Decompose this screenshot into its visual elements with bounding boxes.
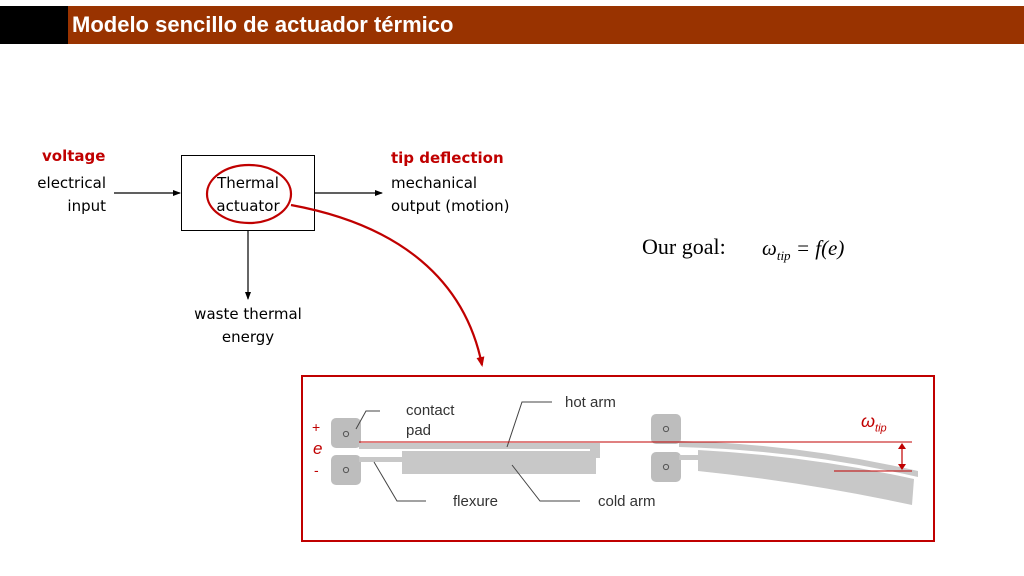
zoom-connector-arrow xyxy=(290,203,485,367)
plus-terminal-label: + xyxy=(312,419,321,435)
header-bar xyxy=(68,6,1024,44)
input-quantity-label: voltage xyxy=(42,147,106,165)
hot-arm-left xyxy=(359,443,600,449)
contact-pad-label-line2: pad xyxy=(406,422,432,439)
cold-arm-leader xyxy=(511,464,580,502)
contact-pad-top-deformed xyxy=(651,414,681,444)
output-quantity-label: tip deflection xyxy=(391,149,504,167)
cold-arm-left xyxy=(402,451,596,474)
block-label-line2: actuator xyxy=(216,197,280,215)
tip-link-left xyxy=(590,446,600,458)
goal-omega: ω xyxy=(762,236,777,260)
contact-pad-top xyxy=(331,418,361,448)
hot-arm-deformed xyxy=(679,441,918,477)
omega-tip-arrowhead-top xyxy=(898,443,906,449)
hot-arm-leader xyxy=(506,401,552,448)
goal-equation: ωtip = f(e) xyxy=(762,236,844,264)
goal-omega-subscript: tip xyxy=(776,248,791,264)
flexure-deformed xyxy=(679,455,700,460)
minus-terminal-label: - xyxy=(314,462,319,478)
flexure-left xyxy=(359,457,403,462)
actuator-block xyxy=(181,155,315,231)
block-label-line1: Thermal xyxy=(217,174,279,192)
output-label-line2: output (motion) xyxy=(391,197,510,215)
page-title: Modelo sencillo de actuador térmico xyxy=(72,12,454,37)
pad-hole-bottom xyxy=(342,466,350,474)
flexure-label: flexure xyxy=(453,493,499,510)
contact-pad-leader xyxy=(355,410,380,430)
input-label-line1: electrical xyxy=(37,174,106,192)
omega-tip-label: ωtip xyxy=(861,411,887,435)
flexure-leader xyxy=(373,461,426,502)
contact-pad-bottom-deformed xyxy=(651,452,681,482)
voltage-e-label: e xyxy=(313,439,323,458)
highlight-ellipse xyxy=(205,163,293,225)
contact-pad-bottom xyxy=(331,455,361,485)
waste-label-line2: energy xyxy=(221,328,275,346)
hot-arm-label: hot arm xyxy=(565,394,616,411)
cold-arm-label: cold arm xyxy=(598,493,656,510)
output-label-line1: mechanical xyxy=(391,174,478,192)
goal-rhs: = f(e) xyxy=(795,236,845,260)
cold-arm-deformed xyxy=(698,450,914,505)
omega-tip-arrowhead-bottom xyxy=(898,464,906,470)
header-accent-block xyxy=(0,6,68,44)
waste-label-line1: waste thermal xyxy=(194,305,302,323)
pad-hole-top xyxy=(342,430,350,438)
pad-hole-bottom-deformed xyxy=(662,463,670,471)
input-label-line2: input xyxy=(67,197,106,215)
omega-tip-subscript: tip xyxy=(875,422,887,435)
actuator-figure-frame xyxy=(301,375,935,542)
pad-hole-top-deformed xyxy=(662,425,670,433)
goal-label: Our goal: xyxy=(642,234,726,259)
contact-pad-label-line1: contact xyxy=(406,402,455,419)
omega-symbol: ω xyxy=(861,411,876,431)
